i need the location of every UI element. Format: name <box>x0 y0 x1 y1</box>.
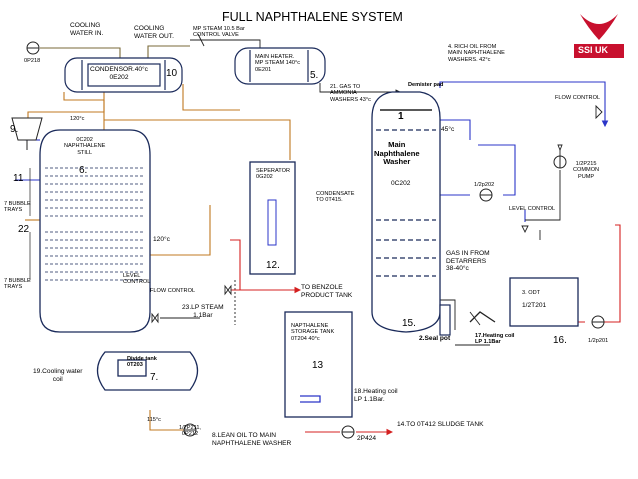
washer-tag-label: 0C202 <box>391 180 411 187</box>
main-washer-label: Main Naphthalene Washer <box>374 140 420 167</box>
sludge-tank-label: 14.TO 0T412 SLUDGE TANK <box>397 421 484 428</box>
flow-control-right-label: FLOW CONTROL <box>555 95 601 101</box>
pump-1-2p201 <box>591 315 605 329</box>
item-11-label: 11 <box>13 173 24 184</box>
separator-number: 12. <box>266 260 280 271</box>
storage-number: 13 <box>312 360 324 371</box>
main-naphthalene-washer <box>371 91 441 333</box>
pump-1-2p215-label: 1/2P215 COMMON PUMP <box>573 161 600 180</box>
temp-120-top-label: 120°c <box>70 116 85 122</box>
washer-number: 1 <box>398 111 404 122</box>
cyclone-9 <box>11 117 43 150</box>
pump-1-2p201-label: 1/2p201 <box>588 338 609 344</box>
condensor-0e202 <box>64 57 183 93</box>
logo-text: SSI UK <box>578 45 609 55</box>
naphthalene-still <box>29 129 151 333</box>
pump-2p424 <box>341 425 355 439</box>
temp-120-mid-label: 120°c <box>153 236 170 243</box>
main-heater-label: MAIN HEATER. MP STEAM 140°c 0E201 <box>255 54 301 73</box>
pump-1-2p211-label: 1/2P211, 0P212 <box>179 425 201 438</box>
item-22-label: 22 <box>18 224 30 235</box>
divide-tank-0t203 <box>96 351 199 391</box>
pump-0p218 <box>26 41 40 55</box>
main-heater-number: 5. <box>310 70 319 81</box>
divide-tank-number: 7. <box>150 372 159 383</box>
item-16-label: 16. <box>553 335 567 346</box>
temp-45-label: 45°c <box>441 126 455 133</box>
odt-label: 3. ODT <box>522 290 541 296</box>
ssi-uk-logo <box>566 11 632 61</box>
separator-0g202 <box>249 161 296 275</box>
separator-label: SEPERATOR 0G202 <box>256 168 290 181</box>
seal-pot <box>439 304 451 336</box>
diagram-title: FULL NAPHTHALENE SYSTEM <box>222 10 403 24</box>
condensor-label: CONDENSOR.40°c 0E202 <box>90 66 148 81</box>
bubble-trays-bottom-label: 7 BUBBLE TRAYS <box>4 278 31 291</box>
heating-coil-17-label: 17.Heating coil LP 1.1Bar <box>475 333 515 346</box>
level-control-right-label: LEVEL CONTROL <box>509 206 556 212</box>
condensate-label: CONDENSATE TO 0T415. <box>316 191 355 204</box>
cooling-water-lines <box>40 45 190 58</box>
odt-tank-1-2t201 <box>469 277 579 327</box>
lean-oil-label: 8.LEAN OIL TO MAIN NAPHTHALENE WASHER <box>212 432 292 447</box>
gas-to-ammonia-label: 21. GAS TO AMMONIA WASHERS 43°c <box>330 84 371 103</box>
cooling-water-out-label: COOLING WATER OUT. <box>134 25 174 40</box>
flow-control-left-label: FLOW CONTROL <box>150 288 196 294</box>
mp-steam-valve-label: MP STEAM 10.5 Bar CONTROL VALVE <box>193 26 245 39</box>
pump-1-2p215 <box>553 155 567 169</box>
heating-coil-18-label: 18.Heating coil LP 1.1Bar. <box>354 388 398 403</box>
bubble-trays-top-label: 7 BUBBLE TRAYS <box>4 201 31 214</box>
tank-1-2t201-label: 1/2T201 <box>522 302 547 309</box>
pump-1-2p202-label: 1/2p202 <box>474 182 495 188</box>
gas-from-detarrers-label: GAS IN FROM DETARRERS 38-40°c <box>446 250 490 273</box>
temp-115-label: 115°c <box>147 417 161 423</box>
control-valves <box>151 104 603 324</box>
condensor-number: 10 <box>166 68 178 79</box>
pump-1-2p202 <box>479 188 493 202</box>
divide-tank-label: Divide tank 0T203 <box>127 356 157 369</box>
storage-tank-label: NAPTHALENE STORAGE TANK 0T204 40°c <box>291 323 335 342</box>
pump-0p218-label: 0P218 <box>24 58 41 64</box>
naphthalene-storage-tank-0t204 <box>284 311 353 418</box>
level-control-left-label: LEVEL CONTROL <box>123 273 151 286</box>
item-9-label: 9. <box>10 124 19 135</box>
main-heater-0e201 <box>234 47 326 85</box>
still-label: 0C202 NAPHTHALENE STILL <box>64 137 106 156</box>
cooling-coil-label: 19.Cooling water coil <box>33 368 83 383</box>
pump-1-2p211 <box>183 423 197 437</box>
to-benzole-label: TO BENZOLE PRODUCT TANK <box>301 284 353 299</box>
demister-pad-label: Demister pad <box>408 82 444 88</box>
still-number: 6. <box>79 165 88 176</box>
vapour-lines <box>25 84 291 431</box>
seal-pot-label: 2.Seal pot <box>419 335 451 342</box>
item-15-label: 15. <box>402 318 416 329</box>
rich-oil-label: 4. RICH OIL FROM MAIN NAPHTHALENE WASHER… <box>448 44 505 63</box>
rich-oil-lines <box>15 81 609 222</box>
pump-2p424-label: 2P424 <box>357 435 377 442</box>
lp-steam-label: 23.LP STEAM 1.1Bar <box>182 304 224 319</box>
cooling-water-in-label: COOLING WATER IN. <box>70 22 104 37</box>
